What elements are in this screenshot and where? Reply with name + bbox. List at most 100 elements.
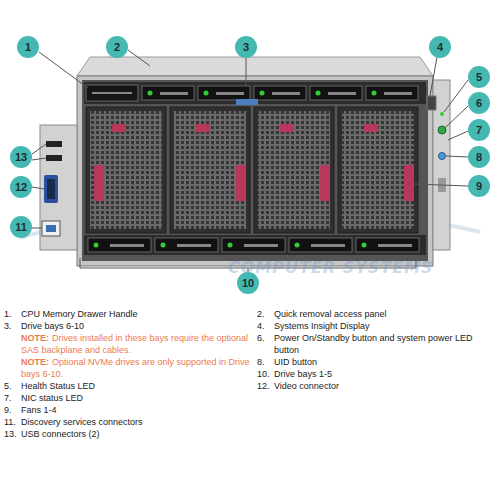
leader-line	[32, 158, 46, 160]
item-text: Health Status LED	[21, 381, 95, 391]
item-number-cell: 8.	[257, 356, 274, 368]
fan-tab	[196, 124, 210, 132]
drive-led	[204, 91, 209, 96]
item-text: Fans 1-4	[21, 405, 57, 415]
drive-led	[316, 91, 321, 96]
fan-grille	[342, 111, 414, 229]
drive-latch	[328, 92, 356, 95]
item-row: 1. CPU Memory Drawer Handle	[4, 308, 252, 320]
note-text: Optional NVMe drives are only supported …	[21, 357, 250, 379]
item-list: 2. Quick removal access panel4.Systems In…	[257, 308, 497, 392]
fan-handle	[94, 165, 104, 201]
item-number: 3.	[4, 321, 12, 331]
item-row: 4.Systems Insight Display	[257, 320, 497, 332]
drive-latch	[160, 92, 188, 95]
callout-number: 13	[15, 151, 27, 163]
item-row: 5. Health Status LED	[4, 380, 252, 392]
drive-led	[295, 243, 300, 248]
item-text-cell: USB connectors (2)	[21, 428, 252, 440]
item-number: 4.	[257, 321, 265, 331]
item-number-cell	[4, 356, 21, 380]
note-text: Drives installed in these bays require t…	[21, 333, 248, 355]
power-button	[438, 126, 446, 134]
callout-circle: 8	[468, 146, 490, 168]
chassis-inner	[82, 80, 428, 261]
item-number-cell: 5.	[4, 380, 21, 392]
item-text-cell: Quick removal access panel	[274, 308, 497, 320]
callout-circle: 11	[10, 216, 32, 238]
item-row: 9.Fans 1-4	[4, 404, 252, 416]
drive-bay	[254, 86, 306, 100]
drive-bay	[356, 238, 419, 252]
fan-handle	[320, 165, 330, 201]
item-number-cell: 10.	[257, 368, 274, 380]
item-text: UID button	[274, 357, 317, 367]
leader-line	[246, 58, 247, 86]
callout-number: 12	[15, 181, 27, 193]
callout-circle: 5	[468, 66, 490, 88]
uid-button	[439, 153, 446, 160]
item-number-cell: 13.	[4, 428, 21, 440]
item-number: 2.	[257, 309, 265, 319]
drive-bay	[88, 238, 151, 252]
item-text-cell: NOTE:Optional NVMe drives are only suppo…	[21, 356, 252, 380]
drive-latch	[378, 244, 412, 247]
item-row: 3.Drive bays 6-10	[4, 320, 252, 332]
leader-line	[32, 144, 46, 154]
leader-line	[430, 57, 437, 96]
callout-number: 4	[437, 41, 443, 53]
drive-bay	[142, 86, 194, 100]
insight-display	[427, 96, 436, 110]
chassis-top	[77, 57, 433, 76]
usb-port	[46, 155, 62, 161]
item-row: 11.Discovery services connectors	[4, 416, 252, 428]
item-row: 8.UID button	[257, 356, 497, 368]
discovery-connector	[42, 221, 60, 236]
health-led	[440, 112, 444, 116]
drive-led	[260, 91, 265, 96]
callout-circle: 4	[429, 36, 451, 58]
drive-led	[372, 91, 377, 96]
item-row: 13. USB connectors (2)	[4, 428, 252, 440]
callout-number: 1	[25, 41, 31, 53]
item-text-cell: Health Status LED	[21, 380, 252, 392]
item-number-cell: 4.	[257, 320, 274, 332]
fan-grille	[90, 111, 162, 229]
fan-grille	[258, 111, 330, 229]
leader-line	[32, 228, 42, 229]
item-number: 13.	[4, 429, 17, 439]
item-number: 7.	[4, 393, 12, 403]
drawer-handle	[86, 85, 138, 101]
drive-led	[94, 243, 99, 248]
item-number: 11.	[4, 417, 16, 427]
callout-number: 7	[476, 124, 482, 136]
item-text-cell: NIC status LED	[21, 392, 252, 404]
callout-number: 5	[476, 71, 482, 83]
item-row: 2. Quick removal access panel	[257, 308, 497, 320]
drive-latch	[177, 244, 211, 247]
item-number-cell: 7.	[4, 392, 21, 404]
item-number: 5.	[4, 381, 12, 391]
item-text-cell: Video connector	[274, 380, 497, 392]
fan-handle	[236, 165, 246, 201]
item-number: 1.	[4, 309, 12, 319]
leader-line	[446, 106, 468, 127]
drive-bay	[222, 238, 285, 252]
fan-module	[254, 107, 334, 233]
leader-line	[446, 156, 468, 157]
chassis-front	[77, 76, 433, 266]
item-text: Quick removal access panel	[274, 309, 387, 319]
item-number-cell: 1.	[4, 308, 21, 320]
item-list: 1. CPU Memory Drawer Handle3.Drive bays 6…	[4, 308, 252, 440]
leader-line	[444, 80, 468, 112]
callout-number: 10	[242, 277, 254, 289]
item-text-cell: CPU Memory Drawer Handle	[21, 308, 252, 320]
drive-bay	[310, 86, 362, 100]
callout-circle: 1	[17, 36, 39, 58]
callout-number: 9	[476, 180, 482, 192]
discovery-port	[46, 225, 56, 232]
drive-bay	[289, 238, 352, 252]
item-number: 12.	[257, 381, 270, 391]
